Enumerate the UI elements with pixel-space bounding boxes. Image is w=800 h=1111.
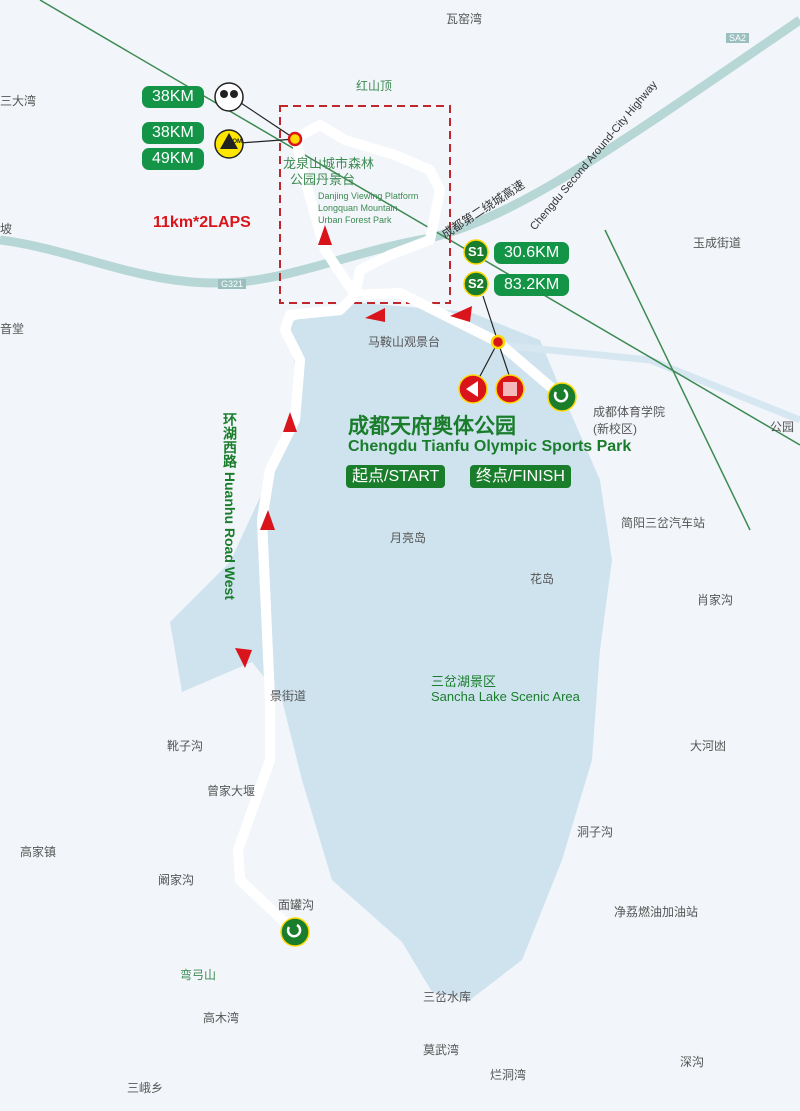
place-label: 深沟 [680, 1055, 705, 1069]
place-label: 成都体育学院 [593, 405, 666, 419]
s1-icon [463, 239, 489, 265]
place-label: 三岔湖景区 [431, 674, 497, 689]
s2-icon [463, 271, 489, 297]
place-label: 玉成街道 [693, 236, 742, 250]
sprint-km-badge: 38KM [142, 86, 204, 108]
place-label: 红山顶 [356, 79, 393, 93]
place-label: 三岔水库 [423, 990, 472, 1004]
place-label: 三峨乡 [127, 1081, 164, 1095]
place-label: 简阳三岔汽车站 [621, 516, 706, 530]
lap-area-box [279, 105, 451, 304]
place-label: 高木湾 [203, 1011, 240, 1025]
road-west-label: 环湖西路 Huanhu Road West [222, 412, 238, 600]
place-label: 大河凼 [690, 739, 727, 753]
kom-km-badge-2: 49KM [142, 148, 204, 170]
park-name-cn-2: 公园丹景台 [290, 172, 356, 187]
s1-label: S1 [468, 244, 484, 259]
start-flag-icon [458, 374, 488, 404]
place-label: 烂洞湾 [490, 1068, 527, 1082]
place-label: 净荔燃油加油站 [614, 905, 699, 919]
place-label: 花岛 [530, 572, 555, 586]
place-label: 洞子沟 [577, 825, 614, 839]
place-label: 靴子沟 [167, 739, 204, 753]
place-label: 肖家沟 [697, 593, 734, 607]
place-label: 阚家沟 [158, 873, 195, 887]
kom-label: KOM [228, 139, 242, 145]
place-label: 高家镇 [20, 845, 57, 859]
place-label: 马鞍山观景台 [368, 335, 441, 349]
canal [499, 341, 800, 424]
arrow-icon [365, 308, 385, 322]
venue-name-cn: 成都天府奥体公园 [348, 415, 516, 438]
arrow-icon [260, 510, 275, 530]
arrow-icon [283, 412, 297, 432]
s2-km-badge: 83.2KM [494, 274, 570, 296]
s2-label: S2 [468, 276, 484, 291]
road [604, 229, 751, 531]
sancha-lake [170, 302, 612, 1000]
park-name-cn-1: 龙泉山城市森林 [283, 156, 375, 171]
kom-km-badge-1: 38KM [142, 122, 204, 144]
place-label: 景街道 [270, 689, 307, 703]
river [0, 16, 800, 288]
place-label: 面罐沟 [278, 898, 315, 912]
place-label: 曾家大堰 [207, 784, 256, 798]
place-label: 莫武湾 [423, 1043, 460, 1057]
place-label: 音堂 [0, 322, 25, 336]
arrow-icon [318, 225, 332, 245]
panda-sprint-icon [214, 82, 244, 112]
sa2-shield: SA2 [726, 33, 750, 43]
place-label: 三大湾 [0, 94, 37, 108]
sprint-point-marker[interactable] [287, 131, 303, 147]
g321-shield: G321 [218, 279, 247, 289]
direction-arrows [235, 225, 472, 668]
start-tag: 起点/START [346, 465, 446, 488]
laps-label: 11km*2LAPS [153, 214, 251, 231]
place-label: 坡 [0, 222, 13, 236]
finish-tag: 终点/FINISH [470, 465, 571, 488]
place-label: Sancha Lake Scenic Area [431, 689, 580, 704]
place-label: 弯弓山 [180, 968, 217, 982]
venue-name-en: Chengdu Tianfu Olympic Sports Park [348, 438, 632, 455]
finish-checkered-icon [495, 374, 525, 404]
start-finish-marker[interactable] [490, 334, 506, 350]
uturn-icon [547, 382, 577, 412]
place-label: 月亮岛 [390, 531, 427, 545]
uturn-icon [280, 917, 310, 947]
kom-icon [214, 129, 244, 159]
place-label: 瓦窑湾 [446, 12, 483, 26]
s1-km-badge: 30.6KM [494, 242, 570, 264]
place-label: 公园 [770, 420, 795, 434]
arrow-icon [450, 306, 472, 322]
place-label: (新校区) [593, 422, 637, 436]
arrow-icon [235, 648, 252, 668]
